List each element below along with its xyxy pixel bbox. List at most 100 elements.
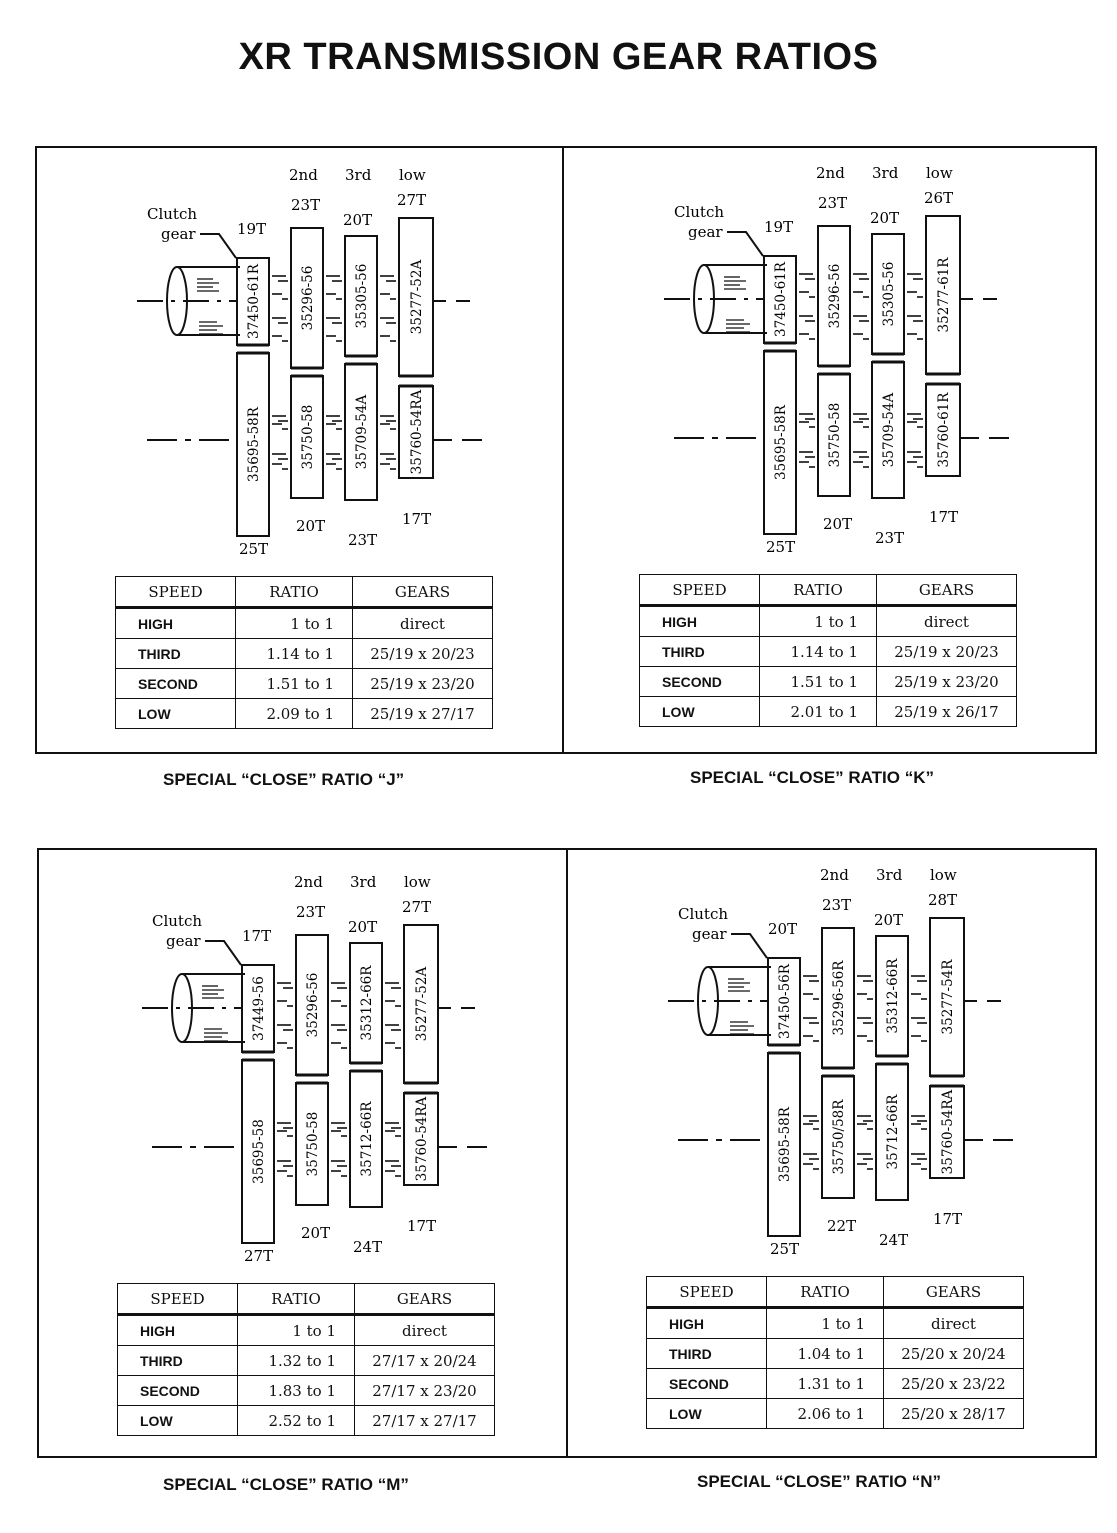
part-number: 35709-54A — [881, 393, 897, 468]
column-header-col2: 2nd — [820, 866, 849, 884]
panel-divider — [566, 850, 568, 1456]
spline-marks — [799, 273, 923, 468]
tooth-count: 23T — [291, 196, 320, 214]
ratio-cell: 1.83 to 1 — [237, 1375, 355, 1406]
speed-cell: SECOND — [639, 666, 760, 697]
clutch-shaft — [166, 266, 240, 336]
ratio-cell: 1.14 to 1 — [759, 636, 877, 667]
tooth-count: 20T — [296, 517, 325, 535]
column-header-col3: 3rd — [872, 164, 899, 182]
spline-marks — [272, 275, 396, 470]
part-number: 35750-58 — [827, 403, 843, 468]
part-number: 37449-56 — [251, 976, 267, 1041]
ratio-cell: 1 to 1 — [237, 1313, 355, 1346]
tooth-count: 23T — [875, 529, 904, 547]
part-number: 35695-58R — [773, 404, 789, 480]
caption-j: SPECIAL “CLOSE” RATIO “J” — [163, 770, 405, 789]
tooth-count: 20T — [870, 209, 899, 227]
speed-cell: LOW — [117, 1405, 238, 1436]
ratio-cell: 2.01 to 1 — [759, 696, 877, 727]
ratio-cell: 2.09 to 1 — [235, 698, 353, 729]
part-number: 35305-56 — [881, 262, 897, 327]
clutch-label: Clutch — [147, 205, 197, 223]
gears-cell: 25/20 x 23/22 — [883, 1368, 1024, 1399]
part-number: 35750/58R — [831, 1099, 847, 1175]
gears-cell: 25/19 x 23/20 — [352, 668, 493, 699]
tooth-count: 20T — [301, 1224, 330, 1242]
gears-cell: 25/19 x 20/23 — [876, 636, 1017, 667]
column-header-col3: 3rd — [876, 866, 903, 884]
part-number: 35750-58 — [305, 1112, 321, 1177]
speed-cell: THIRD — [639, 636, 760, 667]
part-number: 35277-54R — [940, 959, 956, 1035]
part-number: 35277-61R — [936, 257, 952, 333]
gear-label: gear — [692, 925, 727, 943]
gears-cell: direct — [352, 606, 493, 639]
tooth-count: 20T — [348, 918, 377, 936]
part-number: 35760-54RA — [414, 1096, 430, 1181]
header-gears: GEARS — [876, 574, 1017, 606]
tooth-count: 24T — [879, 1231, 908, 1249]
part-number: 35296-56R — [831, 960, 847, 1036]
column-header-col4: low — [399, 166, 426, 184]
tooth-count: 19T — [237, 220, 266, 238]
part-number: 35312-66R — [359, 965, 375, 1041]
clutch-label: Clutch — [678, 905, 728, 923]
gears-cell: direct — [876, 604, 1017, 637]
tooth-count: 28T — [928, 891, 957, 909]
part-number: 37450-61R — [246, 263, 262, 339]
clutch-label: Clutch — [674, 203, 724, 221]
column-header-col3: 3rd — [350, 873, 377, 891]
part-number: 35760-61R — [936, 392, 952, 468]
page-title: XR TRANSMISSION GEAR RATIOS — [238, 36, 879, 78]
part-number: 35296-56 — [305, 973, 321, 1038]
tooth-count: 23T — [818, 194, 847, 212]
header-ratio: RATIO — [759, 574, 877, 606]
column-header-col4: low — [926, 164, 953, 182]
part-number: 35712-66R — [885, 1094, 901, 1170]
ratio-cell: 1 to 1 — [235, 606, 353, 639]
tooth-count: 17T — [242, 927, 271, 945]
part-number: 35712-66R — [359, 1101, 375, 1177]
speed-cell: LOW — [115, 698, 236, 729]
part-number: 35296-56 — [827, 264, 843, 329]
gears-cell: 27/17 x 23/20 — [354, 1375, 495, 1406]
tooth-count: 17T — [929, 508, 958, 526]
header-ratio: RATIO — [237, 1283, 355, 1315]
gears-cell: 27/17 x 20/24 — [354, 1345, 495, 1376]
header-speed: SPEED — [639, 574, 760, 606]
header-gears: GEARS — [352, 576, 493, 608]
clutch-label: Clutch — [152, 912, 202, 930]
header-ratio: RATIO — [766, 1276, 884, 1308]
panel-divider — [562, 148, 564, 752]
tooth-count: 17T — [407, 1217, 436, 1235]
gears-cell: direct — [354, 1313, 495, 1346]
speed-cell: SECOND — [115, 668, 236, 699]
ratio-cell: 1.51 to 1 — [759, 666, 877, 697]
gears-cell: 25/19 x 23/20 — [876, 666, 1017, 697]
gears-cell: direct — [883, 1306, 1024, 1339]
gears-cell: 25/20 x 20/24 — [883, 1338, 1024, 1369]
leader-line — [731, 933, 768, 959]
caption-n: SPECIAL “CLOSE” RATIO “N” — [697, 1472, 942, 1491]
tooth-count: 27T — [244, 1247, 273, 1265]
